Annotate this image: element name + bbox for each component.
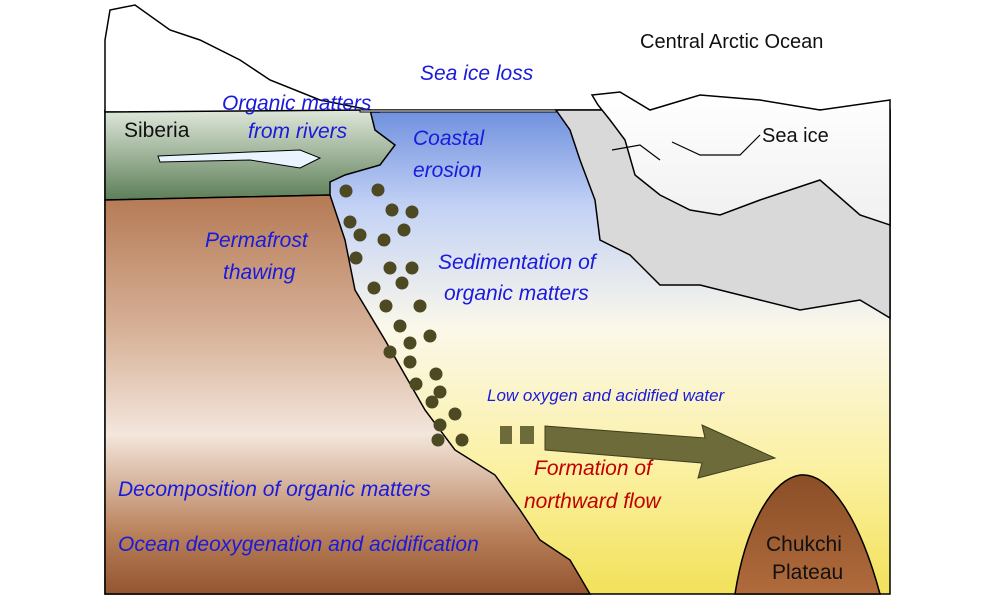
arrow-dash — [500, 426, 512, 444]
sediment-particle — [404, 337, 417, 350]
sediment-particle — [434, 419, 447, 432]
label-sedimentation-2: organic matters — [444, 282, 589, 305]
arrow-dash — [520, 426, 534, 444]
label-organic-rivers-1: Organic matters — [222, 92, 372, 115]
label-chukchi-1: Chukchi — [766, 533, 842, 556]
sediment-particle — [414, 300, 427, 313]
sediment-particle — [406, 206, 419, 219]
sediment-particle — [344, 216, 357, 229]
ice-floe — [360, 110, 556, 112]
label-chukchi-2: Plateau — [772, 561, 843, 584]
label-permafrost-1: Permafrost — [205, 229, 309, 252]
sediment-particle — [456, 434, 469, 447]
label-permafrost-2: thawing — [223, 261, 296, 284]
sediment-particle — [432, 434, 445, 447]
label-decomposition: Decomposition of organic matters — [118, 478, 431, 501]
sediment-particle — [340, 185, 353, 198]
sediment-particle — [449, 408, 462, 421]
label-formation-2: northward flow — [524, 490, 662, 513]
label-sedimentation-1: Sedimentation of — [438, 251, 598, 274]
label-siberia: Siberia — [124, 119, 190, 142]
label-sea-ice-loss: Sea ice loss — [420, 62, 534, 85]
sediment-particle — [384, 346, 397, 359]
label-low-oxygen: Low oxygen and acidified water — [487, 386, 726, 405]
label-organic-rivers-2: from rivers — [248, 120, 348, 143]
sediment-particle — [378, 234, 391, 247]
sediment-particle — [380, 300, 393, 313]
sediment-particle — [354, 229, 367, 242]
sediment-particle — [426, 396, 439, 409]
sediment-particle — [424, 330, 437, 343]
sediment-particle — [394, 320, 407, 333]
label-central-arctic-ocean: Central Arctic Ocean — [640, 31, 823, 53]
sediment-particle — [368, 282, 381, 295]
sediment-particle — [372, 184, 385, 197]
label-sea-ice: Sea ice — [762, 125, 829, 147]
label-formation-1: Formation of — [534, 457, 654, 480]
sediment-particle — [350, 252, 363, 265]
label-coastal-1: Coastal — [413, 127, 486, 150]
sediment-particle — [406, 262, 419, 275]
label-deoxygenation: Ocean deoxygenation and acidification — [118, 533, 479, 556]
sediment-particle — [384, 262, 397, 275]
sediment-particle — [386, 204, 399, 217]
sediment-particle — [396, 277, 409, 290]
sediment-particle — [398, 224, 411, 237]
sediment-particle — [410, 378, 423, 391]
sediment-particle — [404, 356, 417, 369]
sediment-particle — [430, 368, 443, 381]
label-coastal-2: erosion — [413, 159, 482, 182]
